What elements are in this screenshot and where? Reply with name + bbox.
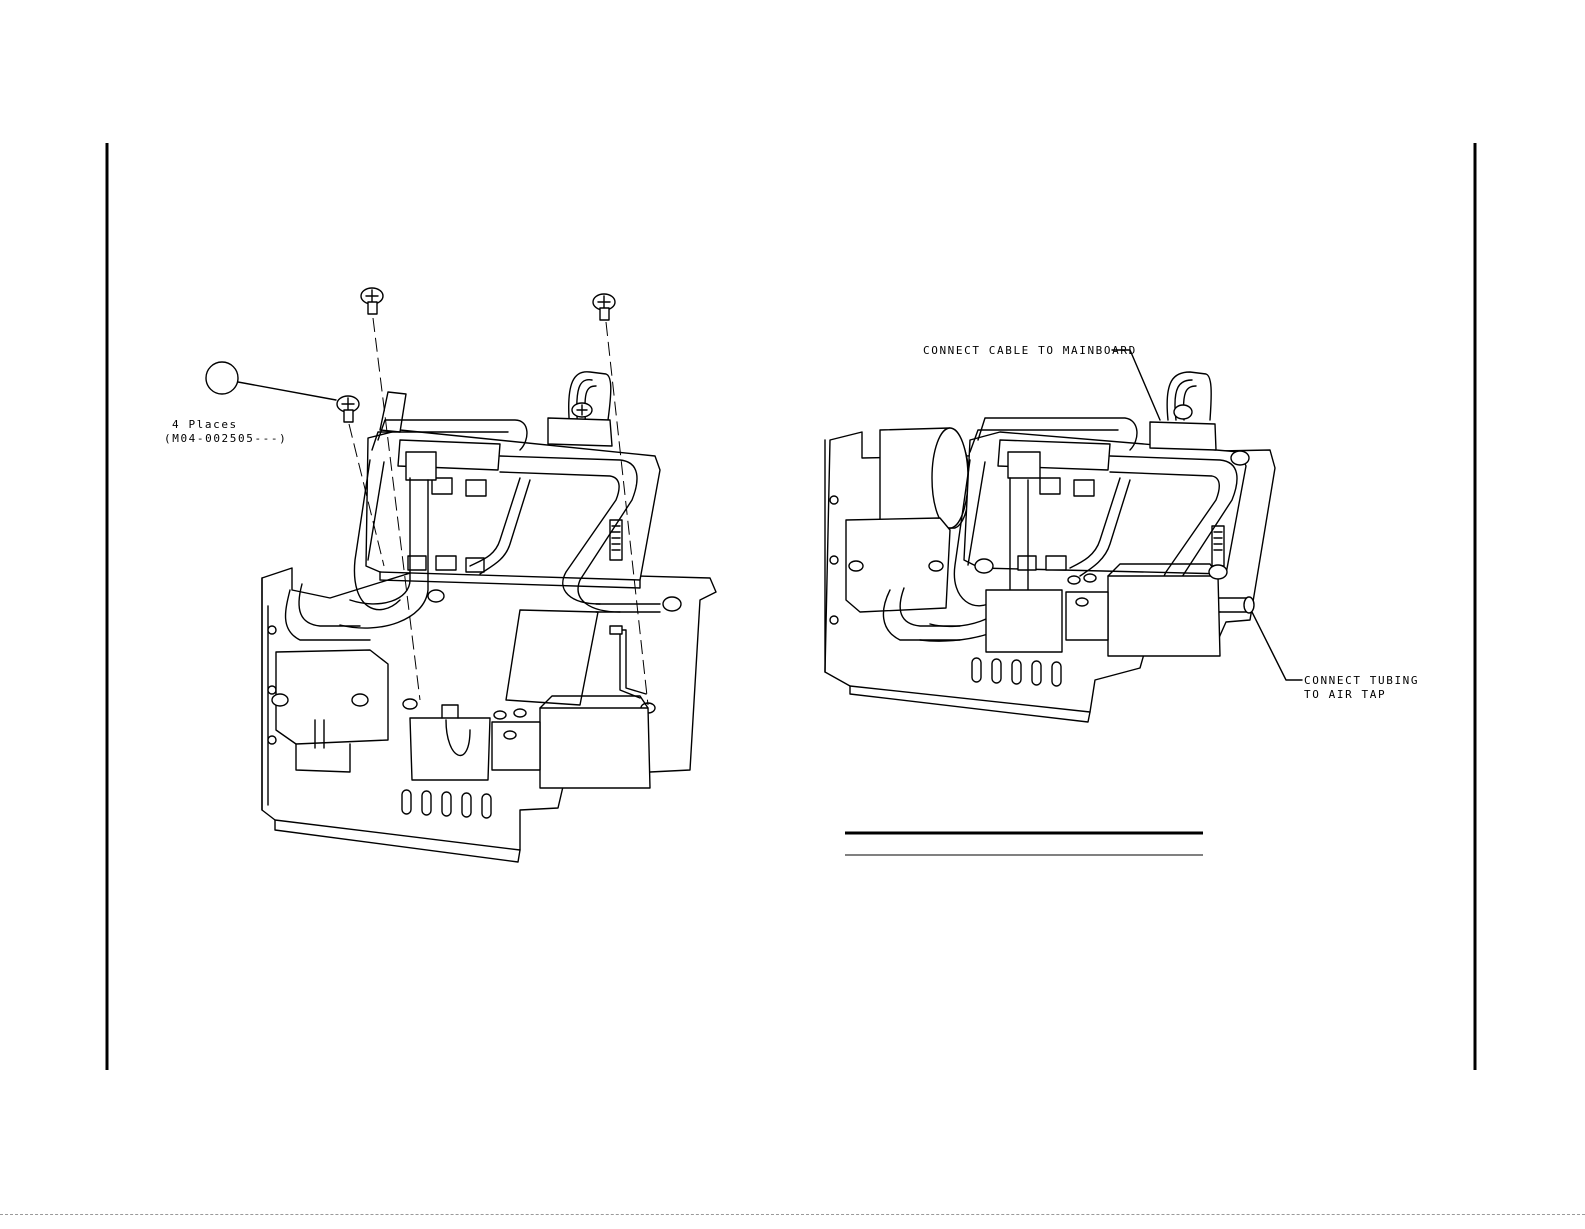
- scan-edge-line: [0, 1214, 1585, 1216]
- left-exploded-view: [206, 288, 716, 862]
- tubing-note-line2: TO AIR TAP: [1304, 688, 1386, 701]
- left-valve-block: [540, 708, 650, 788]
- item-balloon: [206, 362, 238, 394]
- screw-icon: [361, 288, 383, 314]
- screw-icon: [572, 403, 592, 417]
- tubing-note-leader: [1252, 612, 1302, 680]
- balloon-leader-line: [238, 382, 336, 400]
- tubing-note-line1: CONNECT TUBING: [1304, 674, 1419, 687]
- screw-icon: [593, 294, 615, 320]
- left-screws: [337, 288, 615, 422]
- callout-part-number-label: (M04-002505---): [164, 432, 287, 445]
- cable-note-label: CONNECT CABLE TO MAINBOARD: [923, 344, 1137, 357]
- right-assembled-view: [825, 350, 1302, 722]
- left-ribbon-cable: [380, 392, 406, 432]
- cable-note-leader: [1112, 350, 1160, 420]
- callout-quantity-label: 4 Places: [172, 418, 238, 431]
- right-valve-block: [1108, 576, 1220, 656]
- left-pump-block: [276, 650, 388, 744]
- screw-icon: [337, 396, 359, 422]
